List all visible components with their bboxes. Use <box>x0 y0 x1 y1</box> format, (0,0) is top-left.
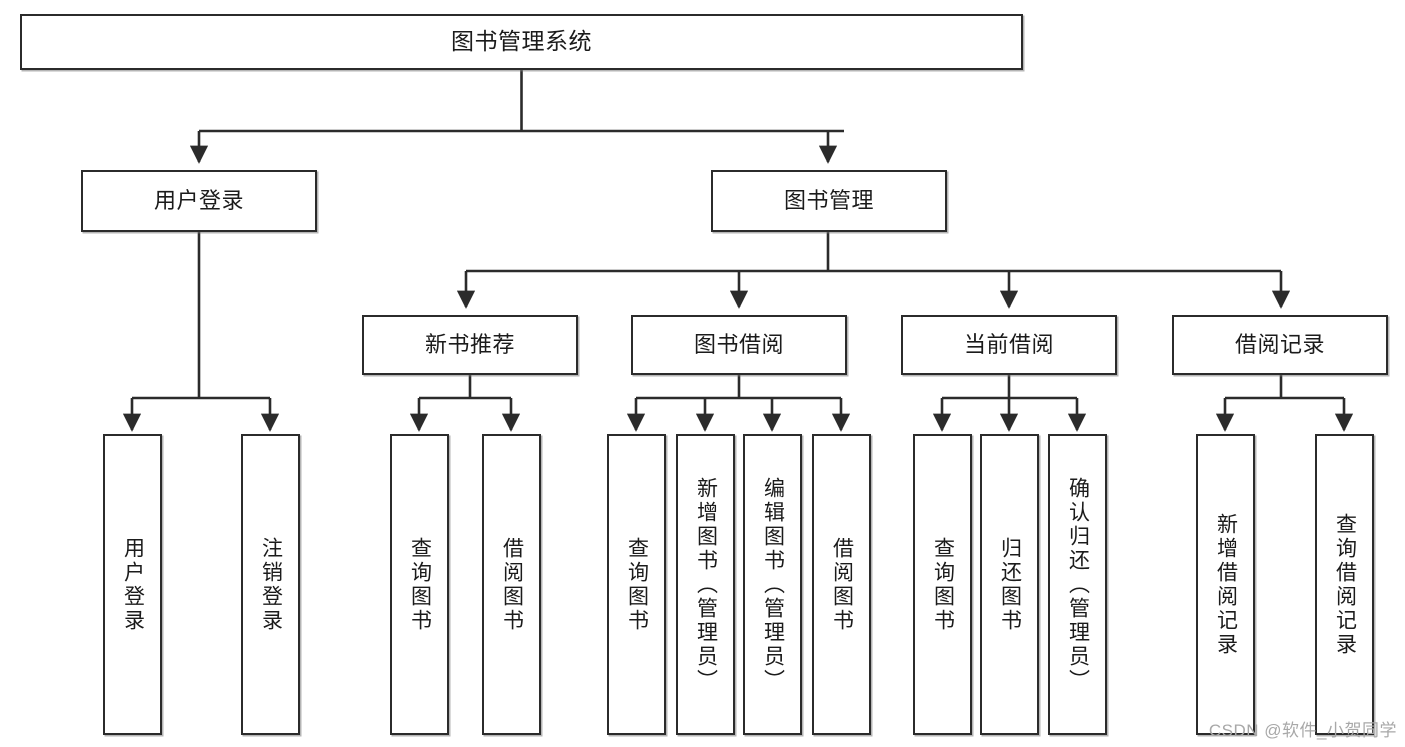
leaf-edit-book[interactable]: 编辑图书（管理员） <box>743 434 802 735</box>
leaf-query-book-3-label: 查询图书 <box>931 536 955 633</box>
node-book-manage-label: 图书管理 <box>783 188 874 214</box>
node-user-login-label: 用户登录 <box>153 188 244 214</box>
csdn-watermark: CSDN @软件_小贺同学 <box>1208 721 1397 740</box>
node-borrow-record-label: 借阅记录 <box>1234 332 1325 358</box>
node-root[interactable]: 图书管理系统 <box>20 14 1023 70</box>
leaf-query-book-3[interactable]: 查询图书 <box>913 434 972 735</box>
node-new-book-recommend[interactable]: 新书推荐 <box>362 315 578 375</box>
leaf-borrow-book-1[interactable]: 借阅图书 <box>482 434 541 735</box>
leaf-borrow-book-1-label: 借阅图书 <box>500 536 524 633</box>
leaf-return-book-label: 归还图书 <box>998 536 1022 633</box>
node-book-manage[interactable]: 图书管理 <box>711 170 947 232</box>
node-book-borrow-label: 图书借阅 <box>693 332 784 358</box>
node-borrow-record[interactable]: 借阅记录 <box>1172 315 1388 375</box>
leaf-user-login-label: 用户登录 <box>121 536 145 633</box>
leaf-borrow-book-2-label: 借阅图书 <box>830 536 854 633</box>
leaf-add-book[interactable]: 新增图书（管理员） <box>676 434 735 735</box>
node-current-borrow[interactable]: 当前借阅 <box>901 315 1117 375</box>
node-current-borrow-label: 当前借阅 <box>963 332 1054 358</box>
leaf-query-record-label: 查询借阅记录 <box>1333 512 1357 657</box>
leaf-query-record[interactable]: 查询借阅记录 <box>1315 434 1374 735</box>
node-book-borrow[interactable]: 图书借阅 <box>631 315 847 375</box>
leaf-return-book[interactable]: 归还图书 <box>980 434 1039 735</box>
leaf-borrow-book-2[interactable]: 借阅图书 <box>812 434 871 735</box>
node-root-label: 图书管理系统 <box>451 28 592 55</box>
leaf-user-logout-label: 注销登录 <box>259 536 283 633</box>
leaf-add-record[interactable]: 新增借阅记录 <box>1196 434 1255 735</box>
node-user-login[interactable]: 用户登录 <box>81 170 317 232</box>
leaf-add-book-label: 新增图书（管理员） <box>694 476 718 693</box>
leaf-edit-book-label: 编辑图书（管理员） <box>761 476 785 693</box>
leaf-user-logout[interactable]: 注销登录 <box>241 434 300 735</box>
leaf-query-book-1-label: 查询图书 <box>408 536 432 633</box>
leaf-query-book-1[interactable]: 查询图书 <box>390 434 449 735</box>
leaf-query-book-2-label: 查询图书 <box>625 536 649 633</box>
leaf-query-book-2[interactable]: 查询图书 <box>607 434 666 735</box>
node-new-book-recommend-label: 新书推荐 <box>424 332 515 358</box>
leaf-user-login[interactable]: 用户登录 <box>103 434 162 735</box>
leaf-confirm-return-label: 确认归还（管理员） <box>1066 476 1090 693</box>
leaf-add-record-label: 新增借阅记录 <box>1214 512 1238 657</box>
leaf-confirm-return[interactable]: 确认归还（管理员） <box>1048 434 1107 735</box>
